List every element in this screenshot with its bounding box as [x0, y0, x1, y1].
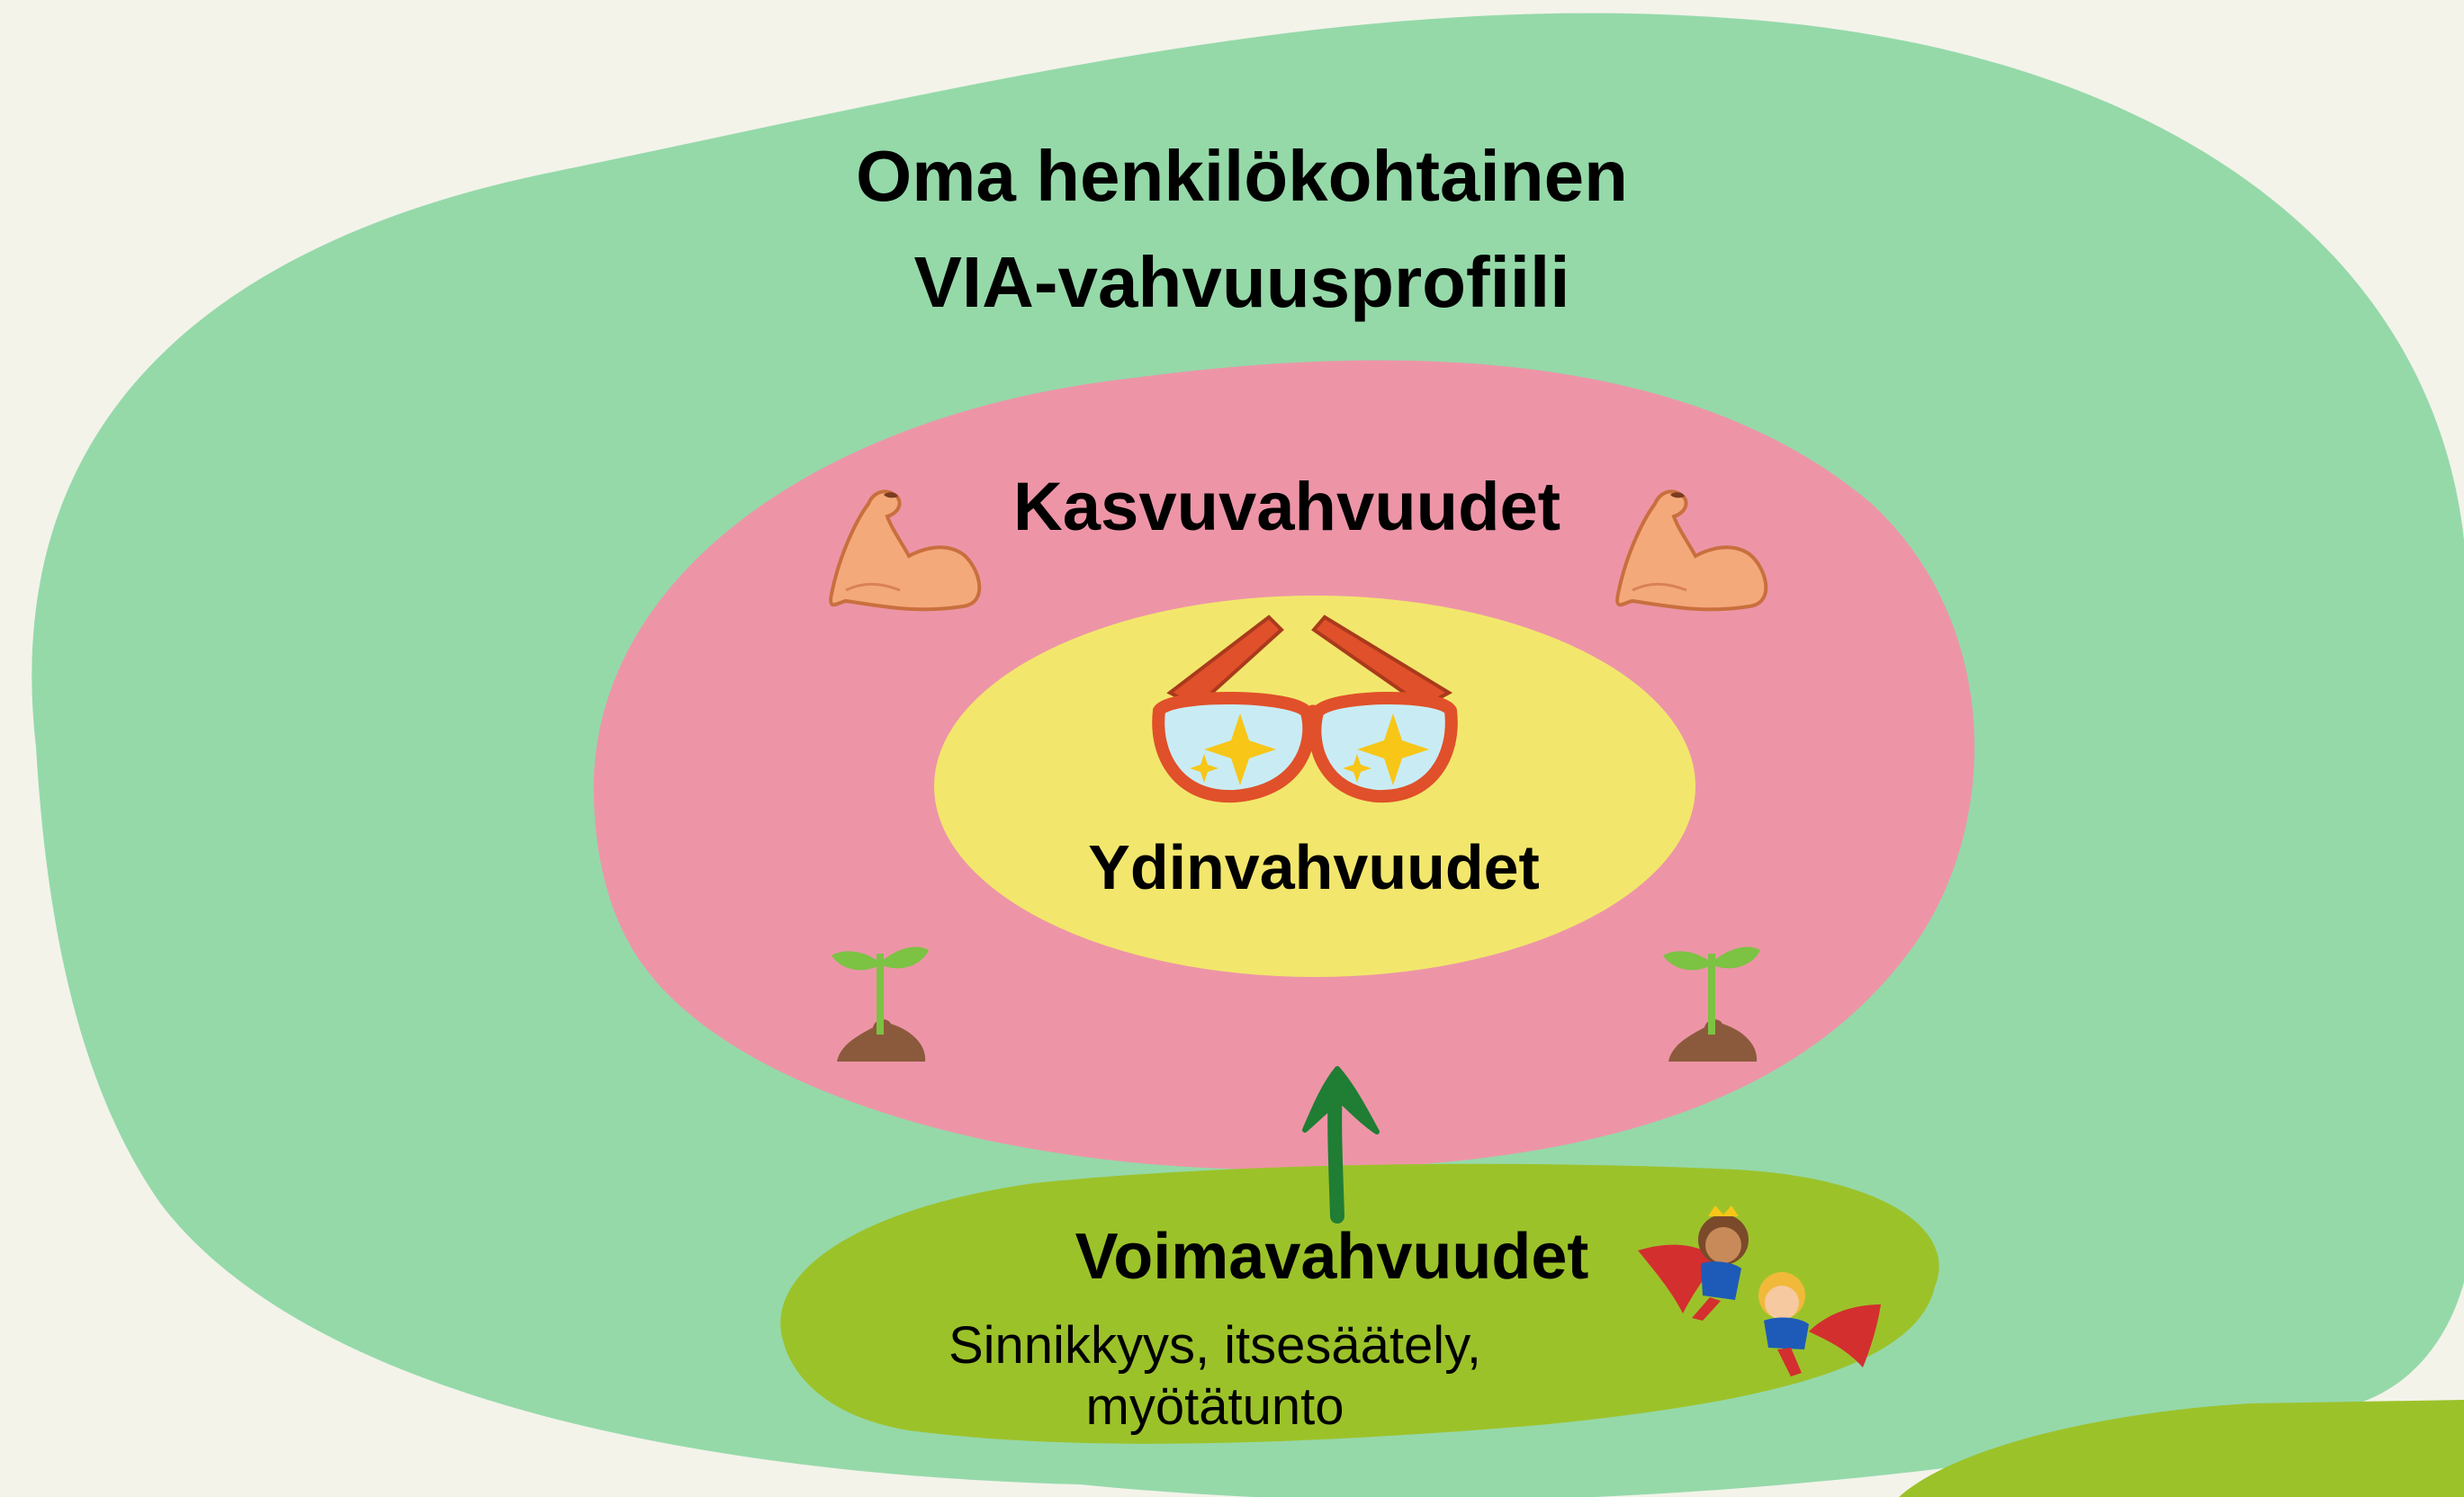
- sparkle-glasses-icon: [1152, 614, 1458, 803]
- muscle-arm-icon: [1615, 489, 1768, 612]
- profile-title-line2: VIA-vahvuusprofiili: [913, 242, 1570, 322]
- growth-strengths-label: Kasvuvahvuudet: [1012, 469, 1561, 545]
- muscle-arm-icon: [829, 489, 982, 612]
- sprout-icon: [1663, 946, 1760, 1062]
- up-arrow-icon: [1302, 1066, 1380, 1224]
- superhero-kids-icon: [1638, 1206, 1881, 1376]
- sprout-icon: [832, 946, 929, 1062]
- core-strengths-label: Ydinvahvuudet: [1088, 832, 1540, 902]
- power-strengths-blob: [780, 1163, 1939, 1444]
- power-strengths-label: Voimavahvuudet: [1075, 1221, 1589, 1293]
- power-strengths-examples-line2: myötätunto: [1085, 1377, 1344, 1436]
- core-strengths-ellipse: [934, 596, 1695, 977]
- corner-green-blob: [1899, 1400, 2464, 1497]
- power-strengths-examples-line1: Sinnikkyys, itsesäätely,: [948, 1316, 1482, 1375]
- profile-title-line1: Oma henkilökohtainen: [856, 136, 1628, 216]
